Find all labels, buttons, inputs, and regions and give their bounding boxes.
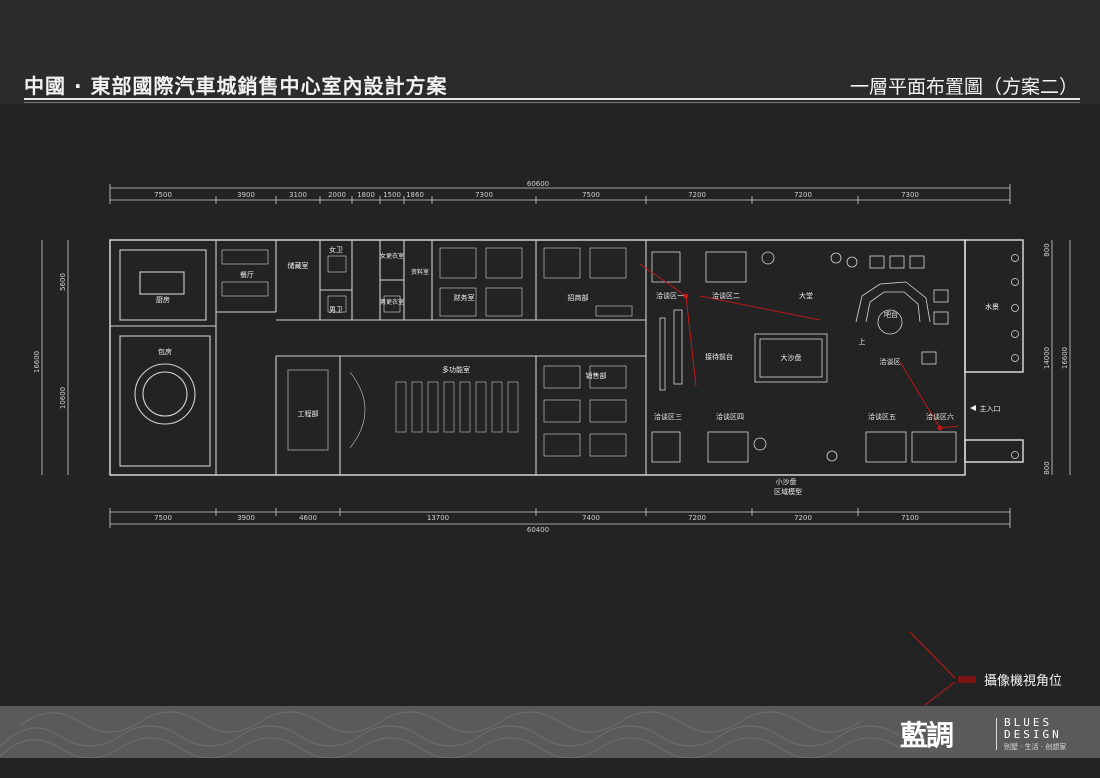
stair-up: 上 <box>859 337 866 346</box>
office-furniture <box>221 247 633 457</box>
dim-top-10: 7200 <box>794 191 812 199</box>
area-nego-4: 洽谈区四 <box>716 412 744 421</box>
area-bar: 吧台 <box>884 310 898 319</box>
area-nego-6: 洽谈区六 <box>926 412 954 421</box>
hall-furniture <box>651 251 1019 463</box>
room-storage: 储藏室 <box>288 261 309 270</box>
drawing-title: 一層平面布置圖（方案二） <box>849 76 1078 98</box>
dim-top-6: 1860 <box>406 191 424 199</box>
room-engineering: 工程部 <box>298 409 319 418</box>
header-bar <box>0 0 1100 104</box>
camera-legend-icon <box>958 676 976 683</box>
area-nego-2: 洽谈区二 <box>712 291 740 300</box>
area-nego-3: 洽谈区三 <box>654 412 682 421</box>
dim-top-4: 1800 <box>357 191 375 199</box>
area-sand-table: 大沙盘 <box>781 353 802 362</box>
dim-top-3: 2000 <box>328 191 346 199</box>
dim-bottom-total: 60400 <box>527 526 549 534</box>
bar-tables <box>869 255 949 365</box>
dim-top-8: 7500 <box>582 191 600 199</box>
building-outline <box>109 239 966 476</box>
title-underline-thin <box>24 102 1080 103</box>
dim-bottom-2: 4600 <box>299 514 317 522</box>
brand-separator <box>996 718 997 750</box>
entrance-canopy <box>964 439 1024 463</box>
room-dining: 餐厅 <box>240 270 254 279</box>
interior-walls <box>110 240 647 475</box>
room-multifunction: 多功能室 <box>442 365 470 374</box>
brand-en-1: BLUES <box>1004 716 1053 729</box>
room-archive: 资料室 <box>411 268 429 276</box>
dim-top-1: 3900 <box>237 191 255 199</box>
brand-en-2: DESIGN <box>1004 728 1062 741</box>
area-nego-1: 洽谈区一 <box>656 291 684 300</box>
room-finance: 财务室 <box>454 293 475 302</box>
dim-top-0: 7500 <box>154 191 172 199</box>
dim-left-0: 5600 <box>59 273 67 291</box>
dim-right-2: 800 <box>1043 461 1051 474</box>
footer-band <box>0 706 1100 758</box>
area-model-label: 区域模型 <box>774 487 802 496</box>
dim-top-9: 7200 <box>688 191 706 199</box>
area-reception: 接待前台 <box>705 352 733 361</box>
room-male-wc: 男卫 <box>329 306 343 314</box>
dim-bottom-3: 13700 <box>427 514 449 522</box>
dim-top-11: 7300 <box>901 191 919 199</box>
dim-bottom-4: 7400 <box>582 514 600 522</box>
room-female-locker: 女更衣室 <box>380 252 404 260</box>
area-nego-5: 洽谈区五 <box>868 412 896 421</box>
dim-bottom-6: 7200 <box>794 514 812 522</box>
legend-camera-label: 攝像機視角位 <box>984 674 1063 689</box>
dim-left-1: 10600 <box>59 387 67 409</box>
legend: 攝像機視角位 <box>958 670 1078 690</box>
area-nego-bar: 洽谈区 <box>880 357 901 366</box>
camera-view-markers <box>639 263 959 706</box>
project-title: 中國 · 東部國際汽車城銷售中心室內設計方案 <box>24 74 448 98</box>
dim-top-7: 7300 <box>475 191 493 199</box>
room-investment: 招商部 <box>568 293 589 302</box>
water-fountains <box>1011 254 1019 459</box>
sand-table-shape <box>754 333 828 383</box>
area-water: 水景 <box>985 302 999 311</box>
dim-bottom-7: 7100 <box>901 514 919 522</box>
title-underline <box>24 98 1080 100</box>
brand-logo: 藍調 BLUES DESIGN 别墅 · 生活 · 创想家 <box>900 714 1080 754</box>
dim-right-0: 800 <box>1043 243 1051 256</box>
dim-top-2: 3100 <box>289 191 307 199</box>
brand-tagline: 别墅 · 生活 · 创想家 <box>1004 743 1067 751</box>
dim-bottom-1: 3900 <box>237 514 255 522</box>
reception-desk-shape <box>673 309 683 385</box>
dim-bottom-0: 7500 <box>154 514 172 522</box>
wave-pattern <box>0 711 901 758</box>
multifunction-seating <box>349 371 519 449</box>
bottom-dim-ticks <box>109 508 1011 528</box>
small-sand-table-label: 小沙盘 <box>776 477 797 486</box>
area-hall: 大堂 <box>799 291 813 300</box>
room-private: 包房 <box>158 347 172 356</box>
dim-right-total: 16600 <box>1061 347 1069 369</box>
room-sales: 销售部 <box>586 371 607 380</box>
dim-top-5: 1500 <box>383 191 401 199</box>
room-female-wc: 女卫 <box>329 245 343 254</box>
brand-cn: 藍調 <box>900 719 954 752</box>
room-kitchen: 厨房 <box>156 295 170 304</box>
dim-bottom-5: 7200 <box>688 514 706 522</box>
main-entrance: 主入口 <box>980 404 1001 413</box>
water-feature-outline <box>964 239 1024 373</box>
dim-top-total: 60600 <box>527 180 549 188</box>
entrance-arrow-icon <box>970 405 976 411</box>
dim-left-total: 16600 <box>33 351 41 373</box>
room-male-locker: 男更衣室 <box>380 298 404 306</box>
dim-right-1: 14000 <box>1043 347 1051 369</box>
top-dim-ticks <box>109 184 1011 204</box>
